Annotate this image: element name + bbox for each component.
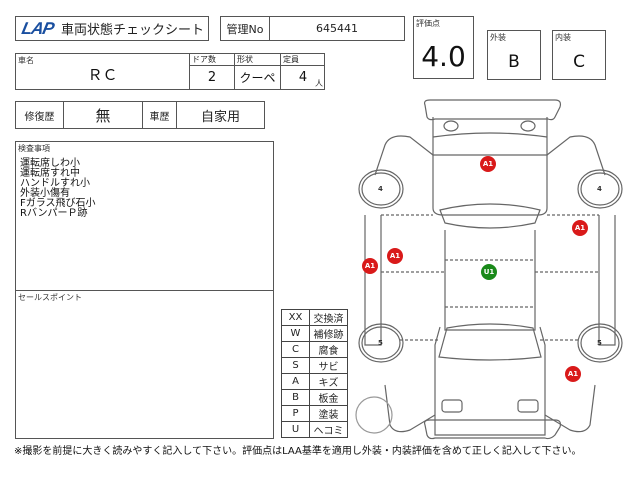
car-name-cell: 車名 ＲＣ — [16, 54, 190, 89]
legend-meaning: 板金 — [309, 389, 348, 406]
tire-tread-front-right: 4 — [597, 185, 602, 193]
legend-meaning: 塗装 — [309, 405, 348, 422]
repair-history-value: 無 — [64, 102, 143, 128]
legend-meaning: ヘコミ — [309, 421, 348, 438]
legend-code: XX — [281, 309, 310, 326]
inspection-note: RバンパーＰ跡 — [20, 208, 88, 219]
doors-label: ドア数 — [190, 54, 234, 66]
overall-score-box: 評価点 4.0 — [413, 16, 474, 79]
damage-marker-left-sill: A1 — [362, 258, 378, 274]
interior-grade-label: 内装 — [555, 33, 571, 42]
usage-history-label: 車歴 — [143, 102, 177, 128]
legend-meaning: 交換済 — [309, 309, 348, 326]
damage-marker-right-quarter: A1 — [565, 366, 581, 382]
car-damage-diagram: 4 4 5 5 A1 A1 A1 A1 U1 A1 — [355, 95, 630, 440]
legend-code: P — [281, 405, 310, 422]
vehicle-info-row: 車名 ＲＣ ドア数 2 形状 クーペ 定員 4 人 — [15, 53, 325, 90]
body-type-cell: 形状 クーペ — [235, 54, 281, 89]
sheet-title: 車両状態チェックシート — [61, 23, 205, 38]
legend-code: U — [281, 421, 310, 438]
usage-history-value: 自家用 — [200, 109, 240, 125]
tire-tread-front-left: 4 — [378, 185, 383, 193]
management-number-value: 645441 — [316, 22, 358, 35]
seats-value: 4 — [298, 70, 308, 85]
body-type-label: 形状 — [235, 54, 280, 66]
management-number-box: 管理No 645441 — [220, 16, 405, 41]
inspection-note: ハンドルすれ小 — [20, 178, 90, 189]
damage-marker-hood: A1 — [480, 156, 496, 172]
inspection-note: 運転席すれ中 — [20, 168, 80, 179]
exterior-grade-value: B — [508, 52, 520, 72]
doors-value: 2 — [207, 70, 217, 85]
legend-code: B — [281, 389, 310, 406]
interior-grade-box: 内装 C — [552, 30, 606, 80]
overall-score-label: 評価点 — [416, 19, 440, 28]
damage-marker-right-fender: A1 — [572, 220, 588, 236]
inspection-note: 外装小傷有 — [20, 188, 70, 199]
damage-marker-roof: U1 — [481, 264, 497, 280]
car-name-value: ＲＣ — [87, 66, 118, 84]
inspection-note: Fガラス飛び石小 — [20, 198, 96, 209]
legend-meaning: サビ — [309, 357, 348, 374]
history-row: 修復歴 無 車歴 自家用 — [15, 101, 265, 129]
seats-cell: 定員 4 人 — [281, 54, 325, 89]
tire-tread-rear-left: 5 — [378, 339, 383, 347]
legend-code: S — [281, 357, 310, 374]
legend-code: W — [281, 325, 310, 342]
legend-meaning: 補修跡 — [309, 325, 348, 342]
tire-tread-rear-right: 5 — [597, 339, 602, 347]
inspection-notes-label: 検査事項 — [18, 144, 50, 153]
inspection-note: 運転席しわ小 — [20, 158, 80, 169]
legend-meaning: キズ — [309, 373, 348, 390]
inspection-notes-box: 検査事項 運転席しわ小 運転席すれ中 ハンドルすれ小 外装小傷有 Fガラス飛び石… — [15, 141, 274, 291]
seats-label: 定員 — [281, 54, 325, 66]
footer-note: ※撮影を前提に大きく読みやすく記入して下さい。評価点はLAA基準を適用し外装・内… — [14, 446, 582, 457]
car-name-label: 車名 — [18, 56, 34, 65]
car-outline-icon — [355, 99, 623, 440]
lap-logo: LAP — [20, 18, 56, 38]
sales-points-label: セールスポイント — [18, 293, 82, 302]
repair-history-label: 修復歴 — [16, 102, 64, 128]
doors-cell: ドア数 2 — [190, 54, 235, 89]
seats-unit: 人 — [315, 79, 323, 88]
inspection-notes-list: 運転席しわ小 運転席すれ中 ハンドルすれ小 外装小傷有 Fガラス飛び石小 Rバン… — [20, 159, 96, 219]
sales-points-box: セールスポイント — [15, 290, 274, 439]
damage-marker-left-door: A1 — [387, 248, 403, 264]
overall-score-value: 4.0 — [421, 40, 466, 73]
legend-meaning: 腐食 — [309, 341, 348, 358]
legend-code: C — [281, 341, 310, 358]
body-type-value: クーペ — [239, 71, 276, 85]
exterior-grade-box: 外装 B — [487, 30, 541, 80]
sheet-title-box: LAP 車両状態チェックシート — [15, 16, 209, 41]
management-number-label: 管理No — [221, 17, 270, 40]
legend-code: A — [281, 373, 310, 390]
interior-grade-value: C — [573, 52, 585, 72]
exterior-grade-label: 外装 — [490, 33, 506, 42]
